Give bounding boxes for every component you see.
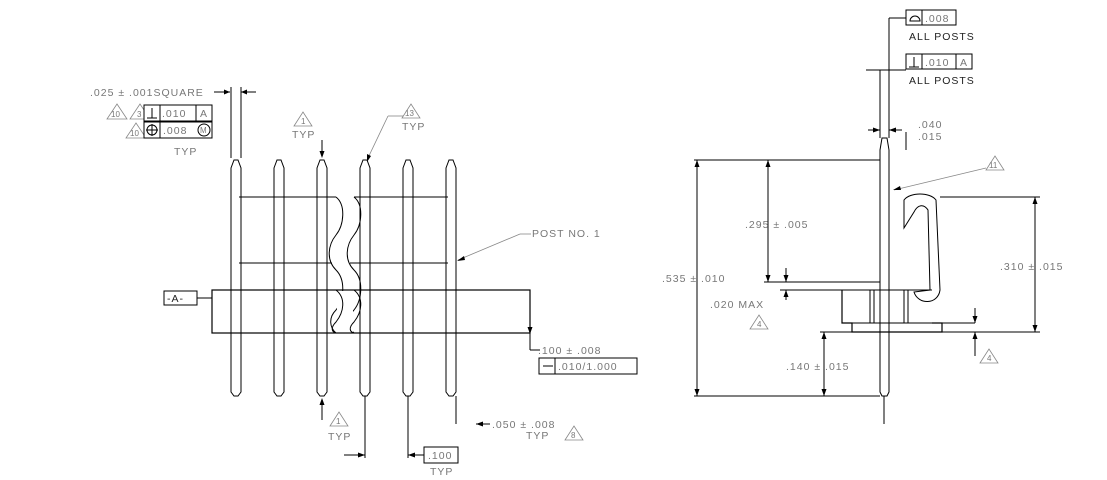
pin-3	[316, 159, 328, 397]
svg-text:M: M	[200, 126, 207, 135]
note4b-triangle	[979, 348, 999, 364]
dim-square: .025 ± .001SQUARE	[90, 87, 204, 99]
pin-4	[359, 159, 371, 397]
svg-text:.008: .008	[163, 125, 187, 137]
dim-050: .050 ± .008	[492, 419, 555, 431]
svg-text:TYP: TYP	[328, 431, 351, 443]
dim-295: .295 ± .005	[745, 219, 808, 231]
svg-text:A: A	[960, 57, 968, 69]
svg-text:A: A	[200, 108, 208, 120]
svg-text:TYP: TYP	[430, 466, 453, 478]
svg-text:1: 1	[336, 417, 341, 426]
note1-top: 1 TYP	[292, 111, 325, 158]
note4b: 4	[987, 354, 992, 363]
right-view: .008 ALL POSTS .010 A ALL POSTS .040 .01…	[662, 9, 1063, 424]
post	[879, 137, 890, 397]
note4a-triangle	[749, 314, 769, 330]
dim-310: .310 ± .015	[1000, 261, 1063, 273]
dim-140: .140 ± .015	[786, 361, 849, 373]
svg-text:13: 13	[405, 109, 414, 118]
svg-text:POST NO. 1: POST NO. 1	[532, 228, 601, 240]
profile-tol: .008	[925, 13, 949, 25]
note4a: 4	[757, 320, 762, 329]
svg-text:TYP: TYP	[402, 121, 425, 133]
svg-text:1: 1	[301, 117, 306, 126]
pin-1	[230, 159, 242, 397]
note8: 8	[571, 431, 576, 440]
base-housing	[211, 289, 531, 334]
svg-text:10: 10	[111, 110, 120, 119]
note1-bottom: 1 TYP	[319, 398, 351, 443]
svg-text:TYP: TYP	[174, 146, 197, 158]
svg-text:.010: .010	[162, 108, 186, 120]
svg-text:TYP: TYP	[526, 430, 549, 442]
note11: 11	[989, 161, 998, 170]
svg-text:3: 3	[137, 110, 142, 119]
dim-100-008: .100 ± .008	[538, 345, 601, 357]
latch	[903, 193, 941, 302]
flatness: .010/1.000	[558, 361, 618, 373]
dim-020: .020 MAX	[710, 299, 764, 311]
note11-triangle	[985, 155, 1005, 171]
svg-text:TYP: TYP	[292, 129, 315, 141]
svg-text:ALL POSTS: ALL POSTS	[909, 75, 975, 87]
pin-6	[445, 159, 457, 397]
svg-text:ALL POSTS: ALL POSTS	[909, 31, 975, 43]
note8-triangle	[564, 425, 584, 441]
perp-tol: .010	[925, 57, 949, 69]
flatness-frame	[538, 357, 638, 375]
pin-5	[402, 159, 414, 397]
post-label: POST NO. 1	[457, 228, 601, 261]
fcf-left: 10 3 .010 A 10 .008 M TYP	[106, 103, 213, 158]
left-view: .025 ± .001SQUARE 10 3 .010 A 10 .008 M …	[90, 87, 638, 478]
dim-535: .535 ± .010	[662, 273, 725, 285]
datum-a: -A-	[167, 293, 184, 305]
pitch: .100	[428, 450, 452, 462]
pitch-frame	[423, 446, 459, 464]
note13: 13 TYP	[366, 103, 425, 162]
svg-text:10: 10	[130, 129, 139, 138]
dim-040: .040	[918, 119, 942, 131]
pins	[230, 159, 457, 397]
dim-015: .015	[918, 131, 942, 143]
pin-2	[273, 159, 285, 397]
